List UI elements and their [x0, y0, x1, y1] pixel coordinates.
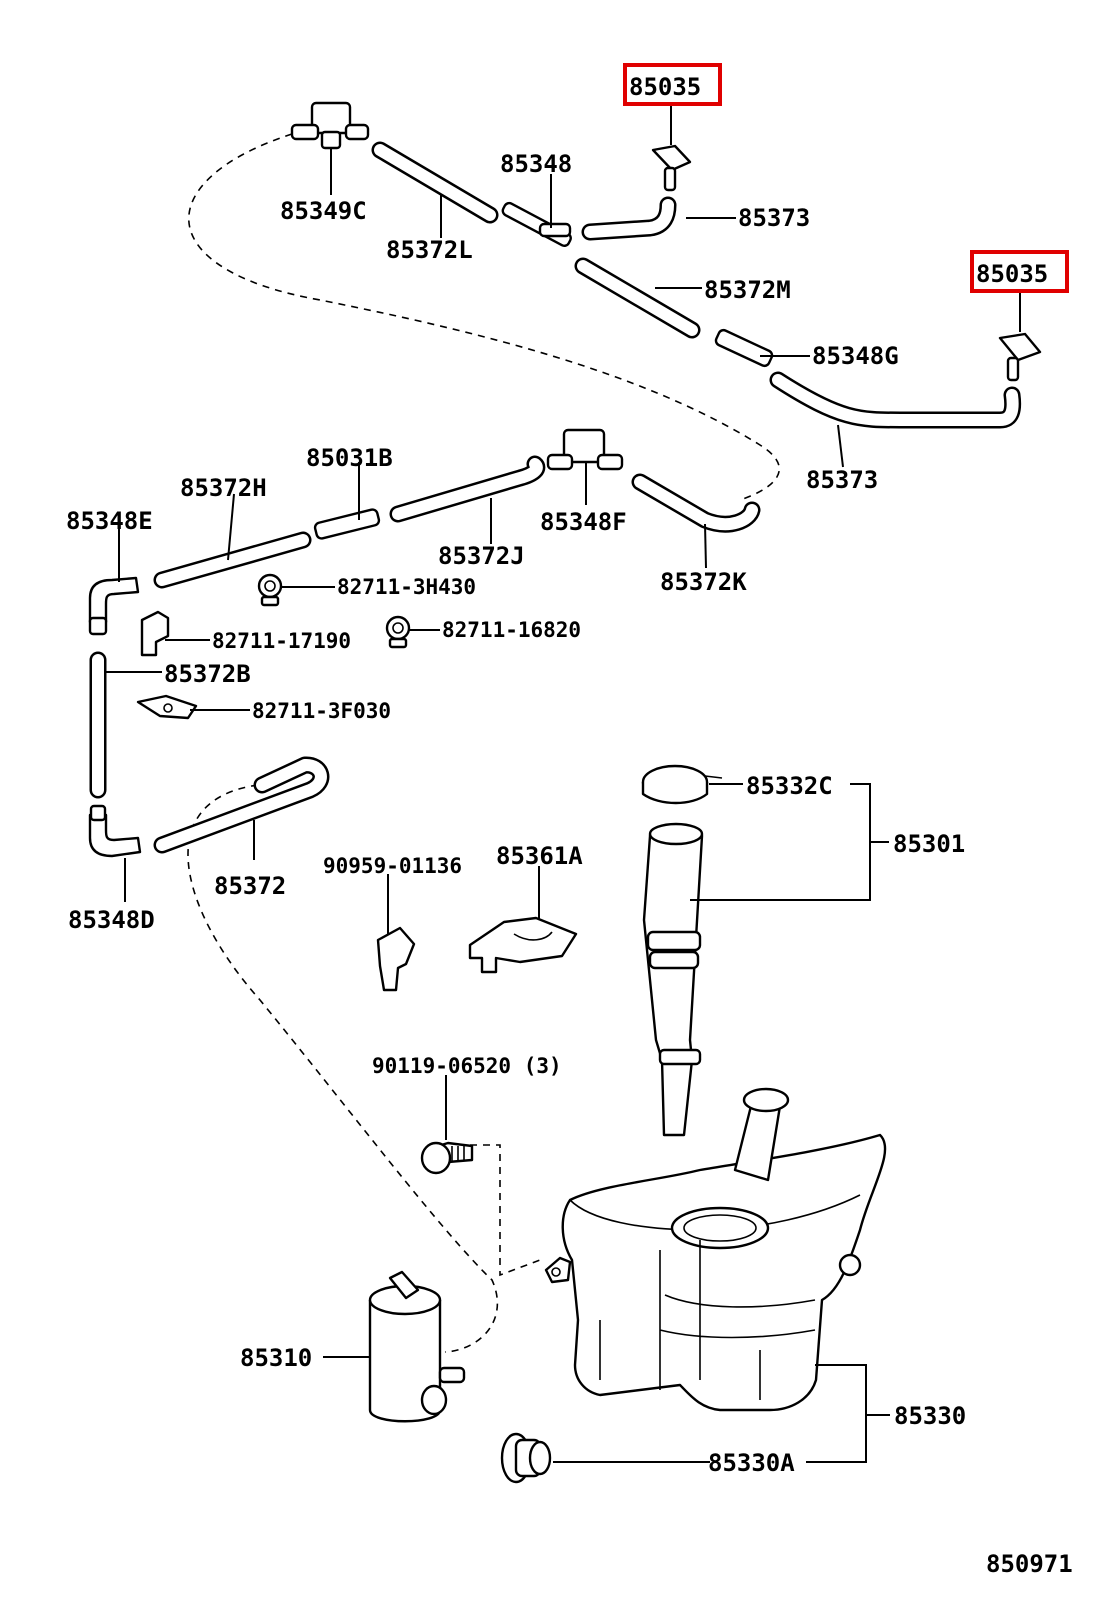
- dashed-route-upper: [187, 133, 781, 501]
- connector-85348: [501, 201, 572, 247]
- clip-82711-3F030: [136, 694, 198, 720]
- connector-85031B: [313, 508, 381, 540]
- hose-85373-lower: [769, 371, 1022, 429]
- label-85372: 85372: [214, 872, 286, 900]
- label-82711-17190: 82711-17190: [212, 629, 351, 653]
- clamp-82711-3H430: [257, 573, 283, 607]
- label-85372B: 85372B: [164, 660, 251, 688]
- clip-82711-17190: [140, 610, 170, 657]
- label-85348: 85348: [500, 150, 572, 178]
- hose-85372L: [371, 141, 499, 224]
- label-85310: 85310: [240, 1344, 312, 1372]
- filler-neck-85301: [642, 822, 704, 1137]
- three-way-connector-85348F: [546, 428, 624, 471]
- label-85348G: 85348G: [812, 342, 899, 370]
- label-85372H: 85372H: [180, 474, 267, 502]
- label-82711-3H430: 82711-3H430: [337, 575, 476, 599]
- hose-85373-upper: [581, 196, 677, 241]
- elbow-85348D: [88, 804, 142, 858]
- washer-pump-85310: [368, 1270, 466, 1423]
- hose-85372J: [389, 455, 546, 523]
- label-85330: 85330: [894, 1402, 966, 1430]
- label-85349C: 85349C: [280, 197, 367, 225]
- label-85372J: 85372J: [438, 542, 525, 570]
- figure-number: 850971: [986, 1550, 1073, 1578]
- label-85330A: 85330A: [708, 1449, 795, 1477]
- connector-85348G: [714, 328, 774, 368]
- dashed-route-lower: [187, 784, 498, 1353]
- nozzle-85035-b: [998, 332, 1042, 382]
- label-85373-lower: 85373: [806, 466, 878, 494]
- hose-85372M: [574, 257, 701, 339]
- highlight-box-85035-a: [623, 63, 722, 106]
- three-way-connector-85349C: [290, 101, 370, 150]
- leader-lines: [106, 102, 1021, 1463]
- hose-85372K: [631, 473, 761, 533]
- bracket-85361A: [468, 916, 578, 974]
- label-90119-06520: 90119-06520 (3): [372, 1054, 562, 1078]
- label-85372L: 85372L: [386, 236, 473, 264]
- label-85035-a: 85035: [629, 73, 701, 101]
- elbow-85348E: [88, 576, 140, 636]
- clip-90959-01136: [376, 926, 416, 992]
- label-85348F: 85348F: [540, 508, 627, 536]
- label-85361A: 85361A: [496, 842, 583, 870]
- label-85372M: 85372M: [704, 276, 791, 304]
- label-90959-01136: 90959-01136: [323, 854, 462, 878]
- label-85348E: 85348E: [66, 507, 153, 535]
- label-85373-upper: 85373: [738, 204, 810, 232]
- hose-85372: [153, 756, 330, 854]
- label-85332C: 85332C: [746, 772, 833, 800]
- label-85372K: 85372K: [660, 568, 747, 596]
- filler-cap-85332C: [641, 764, 723, 805]
- label-82711-16820: 82711-16820: [442, 618, 581, 642]
- hose-85372H: [153, 531, 312, 589]
- grommet-85330A: [500, 1432, 552, 1484]
- dashed-bolt-line: [470, 1144, 541, 1277]
- nozzle-85035-a: [651, 144, 692, 192]
- label-85348D: 85348D: [68, 906, 155, 934]
- highlight-box-85035-b: [970, 250, 1069, 293]
- clamp-82711-16820: [385, 615, 411, 649]
- label-85035-b: 85035: [976, 260, 1048, 288]
- label-85301: 85301: [893, 830, 965, 858]
- washer-tank-85330: [544, 1087, 887, 1412]
- label-85031B: 85031B: [306, 444, 393, 472]
- label-82711-3F030: 82711-3F030: [252, 699, 391, 723]
- bolt-90119-06520: [420, 1141, 474, 1175]
